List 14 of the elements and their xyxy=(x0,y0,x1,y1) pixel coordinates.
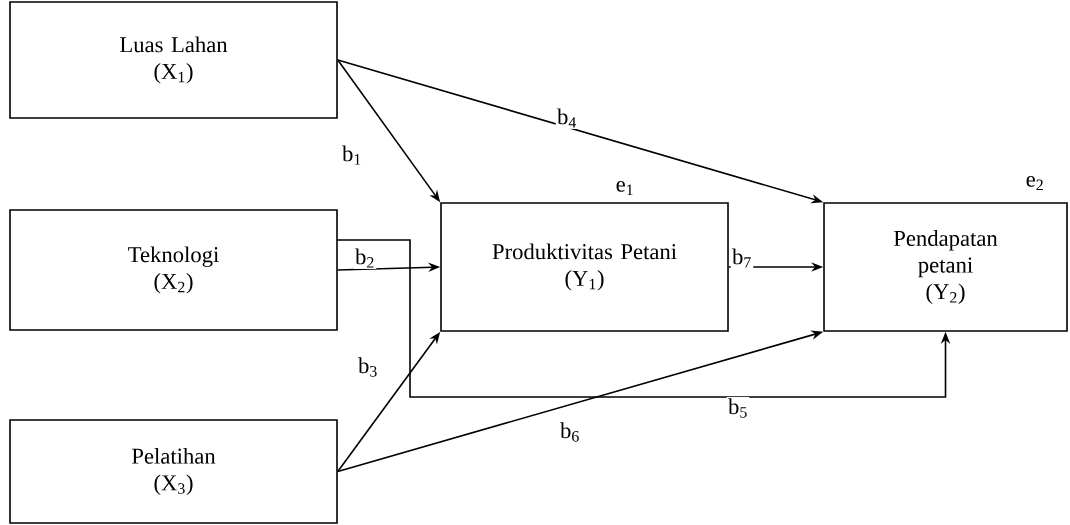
edge-label: b$_{2}$ xyxy=(353,247,377,269)
variable-box: Produktivitas Petani (Y$_{1}$) xyxy=(440,202,729,332)
error-term-label: e$_{2}$ xyxy=(1026,175,1043,191)
edge-label: b$_{5}$ xyxy=(726,397,750,419)
edge-label: b$_{7}$ xyxy=(730,247,754,269)
error-term-label: e$_{1}$ xyxy=(616,180,633,196)
variable-box: Pelatihan (X$_{3}$) xyxy=(9,419,338,524)
edge-label: b$_{1}$ xyxy=(340,144,364,166)
edge-label: b$_{3}$ xyxy=(356,356,380,378)
variable-box: Teknologi (X$_{2}$) xyxy=(9,209,338,331)
variable-box: Luas Lahan (X$_{1}$) xyxy=(9,1,338,119)
edge-label: b$_{6}$ xyxy=(558,421,582,443)
edge-label: b$_{4}$ xyxy=(555,107,579,129)
variable-box: Pendapatan petani (Y$_{2}$) xyxy=(823,202,1068,332)
